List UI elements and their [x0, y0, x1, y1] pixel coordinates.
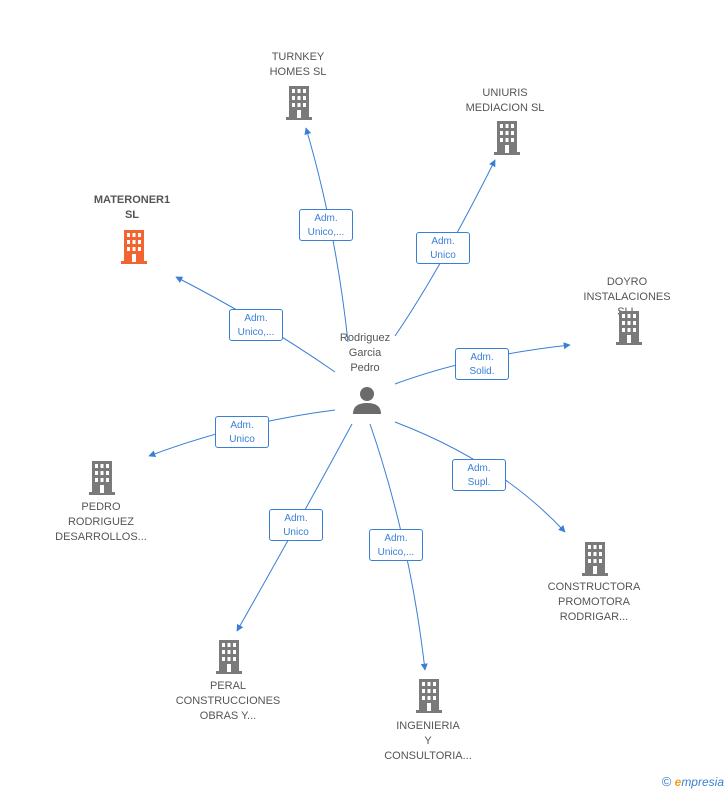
relation-label-turnkey[interactable]: Adm. Unico,... — [299, 209, 353, 241]
building-icon — [89, 461, 115, 495]
person-icon — [353, 387, 381, 414]
relation-label-uniuris[interactable]: Adm. Unico — [416, 232, 470, 264]
company-name: MATERONER1 SL — [93, 194, 171, 221]
building-icon — [616, 311, 642, 345]
brand-footer[interactable]: © empresia — [662, 774, 724, 789]
relation-label-doyro[interactable]: Adm. Solid. — [455, 348, 509, 380]
building-icon — [121, 230, 147, 264]
company-name: TURNKEY HOMES SL — [269, 51, 327, 78]
relation-label-pedro[interactable]: Adm. Unico — [215, 416, 269, 448]
building-icon — [286, 86, 312, 120]
relation-label-ingenieria[interactable]: Adm. Unico,... — [369, 529, 423, 561]
relation-label-constructora[interactable]: Adm. Supl. — [452, 459, 506, 491]
building-icon — [494, 121, 520, 155]
brand-logo-initial: e — [674, 775, 682, 789]
company-name: PEDRO RODRIGUEZ DESARROLLOS... — [55, 501, 147, 543]
company-name: UNIURIS MEDIACION SL — [465, 87, 545, 114]
building-icon — [216, 640, 242, 674]
relation-label-materoner[interactable]: Adm. Unico,... — [229, 309, 283, 341]
building-icon — [416, 679, 442, 713]
building-icon — [582, 542, 608, 576]
company-name: CONSTRUCTORA PROMOTORA RODRIGAR... — [547, 581, 641, 623]
company-name: INGENIERIA Y CONSULTORIA... — [384, 720, 472, 762]
company-name: PERAL CONSTRUCCIONES OBRAS Y... — [175, 680, 281, 722]
copyright-icon: © — [661, 774, 672, 789]
brand-logo-text: mpresia — [681, 775, 724, 789]
person-name: Rodriguez Garcia Pedro — [339, 332, 391, 374]
relation-label-peral[interactable]: Adm. Unico — [269, 509, 323, 541]
